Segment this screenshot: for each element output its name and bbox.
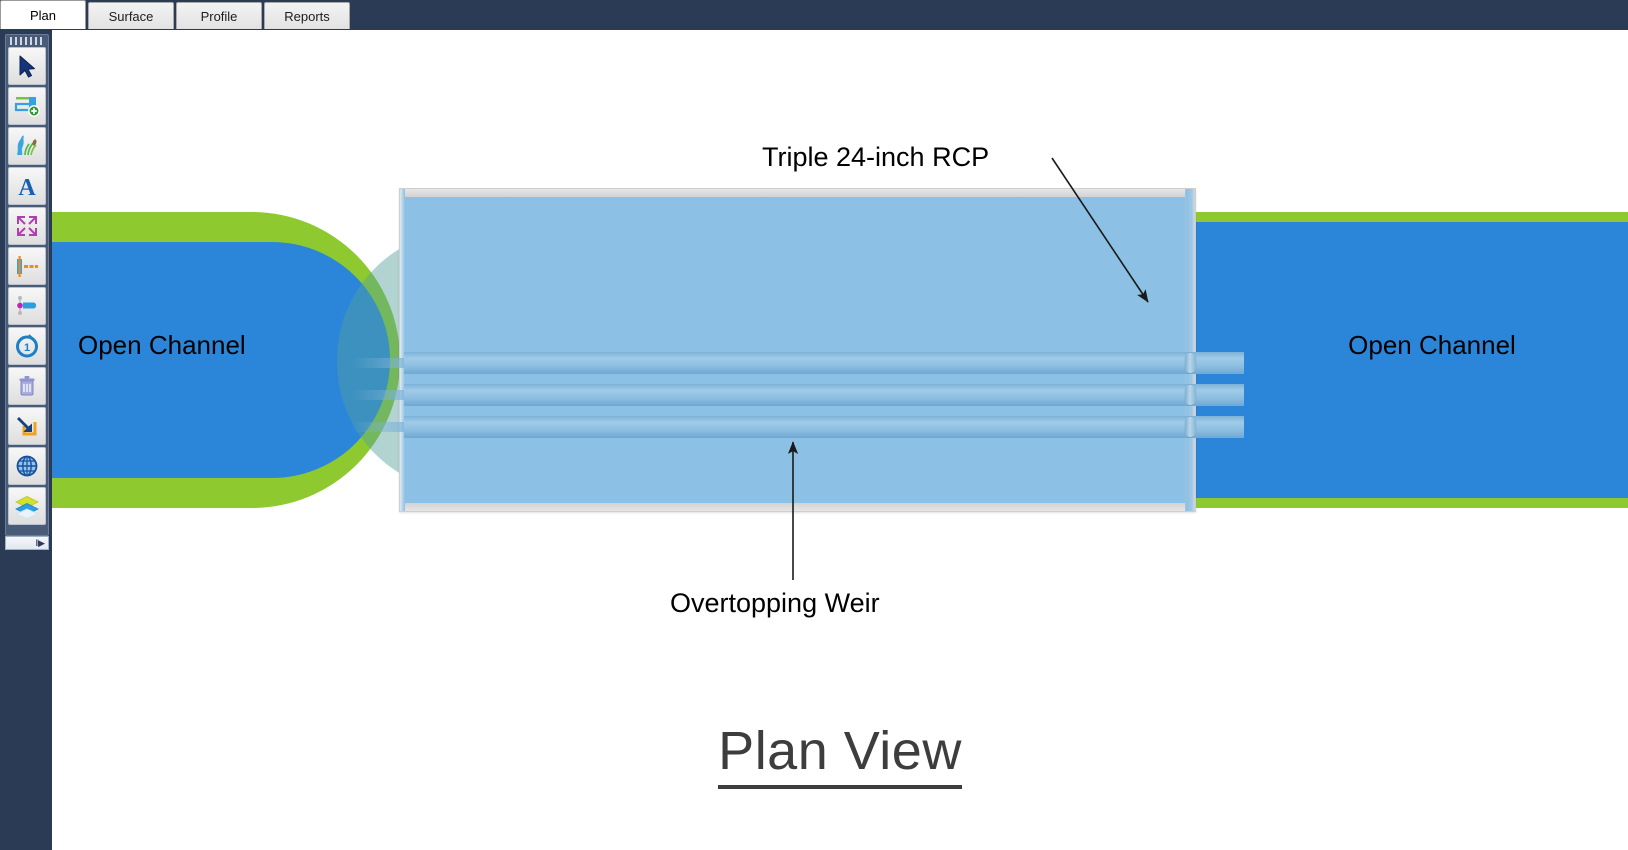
text-label-tool[interactable]: A xyxy=(8,167,46,205)
culvert-barrel[interactable] xyxy=(404,352,1244,374)
toolbar-drag-grip[interactable] xyxy=(10,37,44,45)
tab-profile[interactable]: Profile xyxy=(176,2,262,29)
plan-view-canvas[interactable]: Open Channel Open Channel xyxy=(52,30,1628,850)
collapse-chevron-icon: ‖▶ xyxy=(35,537,45,548)
weir-callout: Overtopping Weir xyxy=(670,588,880,618)
tab-surface[interactable]: Surface xyxy=(88,2,174,29)
add-element-tool[interactable] xyxy=(8,87,46,125)
right-channel-water xyxy=(1192,222,1628,498)
tab-reports-label: Reports xyxy=(284,8,330,24)
pipe-inlet-taper xyxy=(352,390,422,400)
culvert-barrel[interactable] xyxy=(404,416,1244,438)
pipe-inlet-taper xyxy=(352,358,422,368)
stream-icon xyxy=(13,133,41,159)
left-channel-water xyxy=(52,242,390,478)
embankment-inlet-face xyxy=(400,189,405,511)
node-link-icon xyxy=(13,293,41,319)
page-title: Plan View xyxy=(52,720,1628,789)
toolbar-collapse-handle[interactable]: ‖▶ xyxy=(5,536,49,550)
embankment-outlet-face xyxy=(1185,189,1195,511)
tab-plan[interactable]: Plan xyxy=(0,0,86,29)
expand-arrows-icon xyxy=(14,213,40,239)
tab-plan-label: Plan xyxy=(29,7,57,23)
node-connect-tool[interactable] xyxy=(8,287,46,325)
layers-icon xyxy=(13,493,41,519)
right-channel-label: Open Channel xyxy=(1348,330,1516,360)
trash-icon xyxy=(14,373,40,399)
page-title-text: Plan View xyxy=(718,721,962,789)
zoom-extents-tool[interactable] xyxy=(8,207,46,245)
cross-section-tool[interactable] xyxy=(8,247,46,285)
embankment-bottom-edge xyxy=(400,503,1195,511)
globe-icon xyxy=(14,453,40,479)
svg-text:1: 1 xyxy=(24,342,30,354)
add-channel-icon xyxy=(13,93,41,119)
layers-tool[interactable] xyxy=(8,487,46,525)
roadway-embankment[interactable] xyxy=(399,188,1196,512)
culvert-outlet-end xyxy=(1185,385,1196,405)
left-channel-label: Open Channel xyxy=(78,330,246,360)
culvert-outlet-end xyxy=(1185,417,1196,437)
refresh-clock-icon: 1 xyxy=(14,333,40,359)
tab-profile-label: Profile xyxy=(200,8,238,24)
import-arrow-icon xyxy=(13,413,41,439)
delete-tool[interactable] xyxy=(8,367,46,405)
stream-reach-tool[interactable] xyxy=(8,127,46,165)
tab-surface-label: Surface xyxy=(108,8,154,24)
embankment-top-edge xyxy=(400,189,1195,197)
tab-reports[interactable]: Reports xyxy=(264,2,350,29)
cross-section-icon xyxy=(13,253,41,279)
text-a-icon: A xyxy=(14,173,40,199)
svg-text:A: A xyxy=(18,175,36,199)
globe-tool[interactable] xyxy=(8,447,46,485)
view-tab-bar: Plan Surface Profile Reports xyxy=(0,0,1628,30)
select-arrow-tool[interactable] xyxy=(8,47,46,85)
import-tool[interactable] xyxy=(8,407,46,445)
culvert-outlet-end xyxy=(1185,353,1196,373)
left-toolbar-rail: A xyxy=(0,30,52,850)
culvert-barrel[interactable] xyxy=(404,384,1244,406)
pipe-inlet-taper xyxy=(352,422,422,432)
tool-palette: A xyxy=(5,34,49,536)
culvert-callout: Triple 24-inch RCP xyxy=(762,142,990,172)
refresh-compute-tool[interactable]: 1 xyxy=(8,327,46,365)
cursor-arrow-icon xyxy=(14,53,40,79)
